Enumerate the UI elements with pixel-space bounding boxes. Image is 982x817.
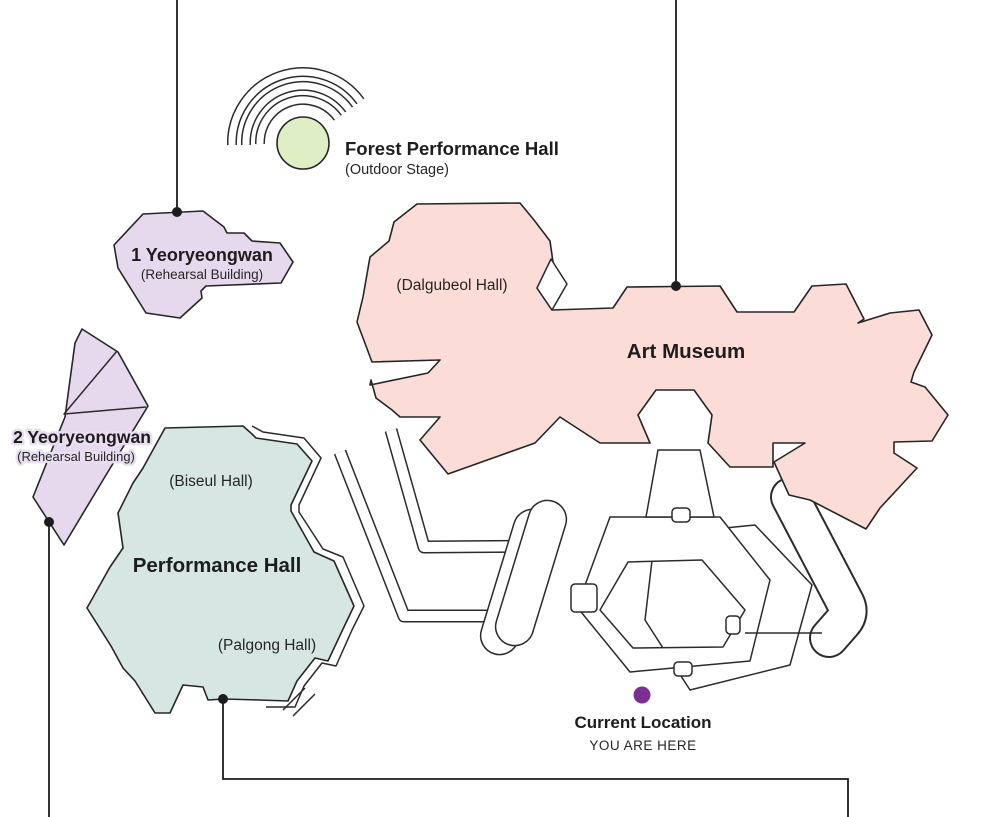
yeoryeongwan-1-label: 1 Yeoryeongwan (131, 245, 273, 265)
leader-dot-performance-hall (218, 694, 228, 704)
leader-dot-yeoryeongwan-2 (44, 517, 54, 527)
walkway-tab-right (725, 615, 741, 635)
yeoryeongwan-1-sublabel: (Rehearsal Building) (141, 267, 263, 282)
stage-arc-3 (228, 68, 364, 146)
walkway-network (251, 425, 868, 717)
walkway-tab-bottom (673, 661, 693, 677)
walkway-tab-top (671, 507, 691, 523)
walkway-connector-north (645, 449, 715, 518)
stage-arc-2 (242, 82, 352, 146)
leader-line-performance-hall (222, 700, 849, 817)
current-location-label: Current Location (575, 713, 712, 732)
leader-lines (44, 0, 849, 817)
leader-dot-art-museum (671, 281, 681, 291)
performance-hall-outer-contour (251, 425, 365, 708)
art-museum-sublabel: (Dalgubeol Hall) (396, 277, 507, 294)
walkway-stadium-bar-front (494, 499, 568, 647)
current-location-sublabel: YOU ARE HERE (589, 738, 696, 753)
yeoryeongwan-2-shape (32, 328, 149, 546)
yeoryeongwan-1-shape (113, 210, 294, 319)
forest-hall-sublabel: (Outdoor Stage) (345, 162, 449, 178)
yeoryeongwan-2-sublabel: (Rehearsal Building) (17, 449, 135, 464)
performance-hall-sublabel-palgong: (Palgong Hall) (218, 637, 316, 654)
leader-dot-yeoryeongwan-1 (172, 207, 182, 217)
art-museum-shape (356, 202, 949, 530)
walkway-tab-left (570, 583, 598, 613)
yeoryeongwan-2-fold-lines (63, 350, 147, 415)
stage-circle (276, 116, 330, 170)
stage-arc-1 (256, 96, 341, 145)
yeoryeongwan-2-label: 2 Yeoryeongwan (13, 427, 151, 447)
walkway-capsule-right (772, 479, 866, 656)
walkway-lines-south (282, 687, 316, 717)
performance-hall-label: Performance Hall (133, 554, 302, 577)
forest-hall-label: Forest Performance Hall (345, 138, 559, 159)
walkway-band-lower (335, 450, 513, 621)
performance-hall-sublabel-biseul: (Biseul Hall) (169, 473, 253, 490)
performance-hall-shape (86, 425, 355, 714)
forest-performance-hall-shape (226, 67, 365, 170)
current-location-marker (633, 686, 651, 704)
art-museum-label: Art Museum (627, 340, 745, 363)
art-museum-diamond-notch (536, 258, 568, 311)
